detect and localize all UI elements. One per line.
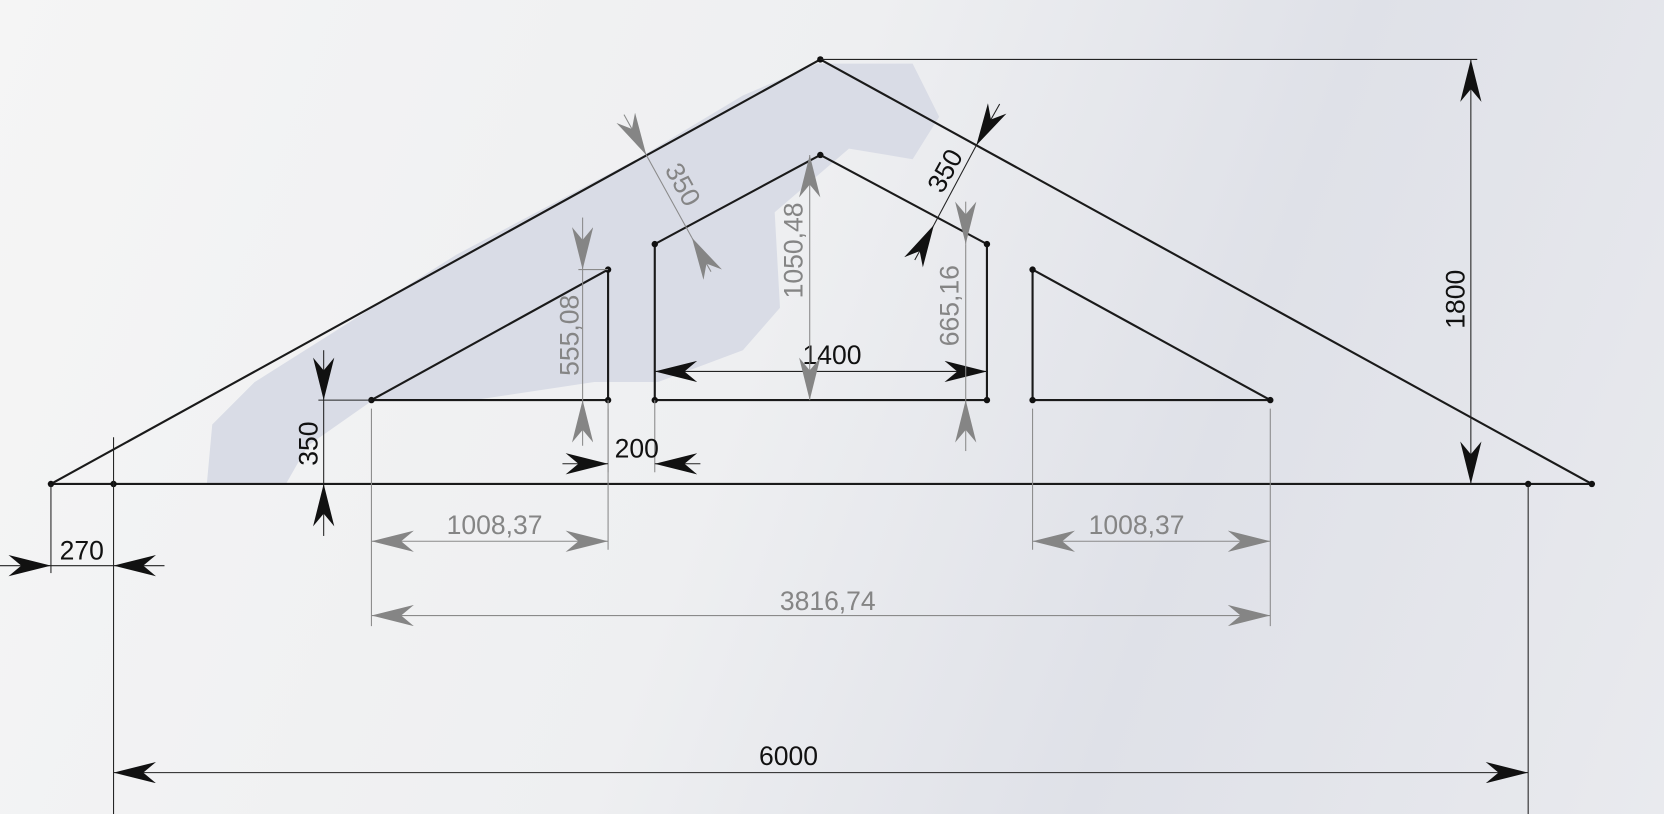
dim-label: 350 [293, 421, 323, 465]
dim-label: 200 [615, 433, 659, 463]
center-opening[interactable] [653, 153, 989, 402]
dim-gap[interactable]: 200 [562, 400, 701, 475]
dim-total-width[interactable]: 6000 [113, 437, 1529, 814]
dim-label: 1400 [803, 340, 862, 370]
dim-right-triangle-width[interactable]: 1008,37 [1032, 408, 1271, 552]
right-triangle-opening[interactable] [1031, 268, 1271, 402]
dim-ridge-height[interactable]: 1800 [820, 58, 1482, 484]
dim-label: 1008,37 [447, 510, 543, 540]
dim-wall-offset[interactable]: 350 [293, 350, 372, 536]
dim-label: 270 [60, 535, 104, 565]
dim-label: 3816,74 [780, 586, 876, 616]
left-triangle-opening[interactable] [370, 267, 610, 402]
dim-label: 1050,48 [778, 203, 808, 299]
dim-overhang[interactable]: 270 [0, 483, 165, 577]
dim-left-triangle-height[interactable]: 555,08 [554, 217, 609, 446]
dim-label: 350 [921, 144, 969, 197]
dim-label: 6000 [759, 741, 818, 771]
dim-inner-span[interactable]: 3816,74 [370, 408, 1271, 627]
dim-left-triangle-width[interactable]: 1008,37 [371, 408, 609, 552]
selection-highlight [206, 63, 940, 483]
dim-center-side-height[interactable]: 665,16 [934, 201, 977, 452]
dim-label: 1800 [1440, 270, 1470, 329]
dim-label: 555,08 [554, 295, 584, 376]
dim-label: 1008,37 [1089, 510, 1185, 540]
dim-center-height[interactable]: 1050,48 [778, 154, 821, 401]
dim-label: 665,16 [934, 265, 964, 346]
